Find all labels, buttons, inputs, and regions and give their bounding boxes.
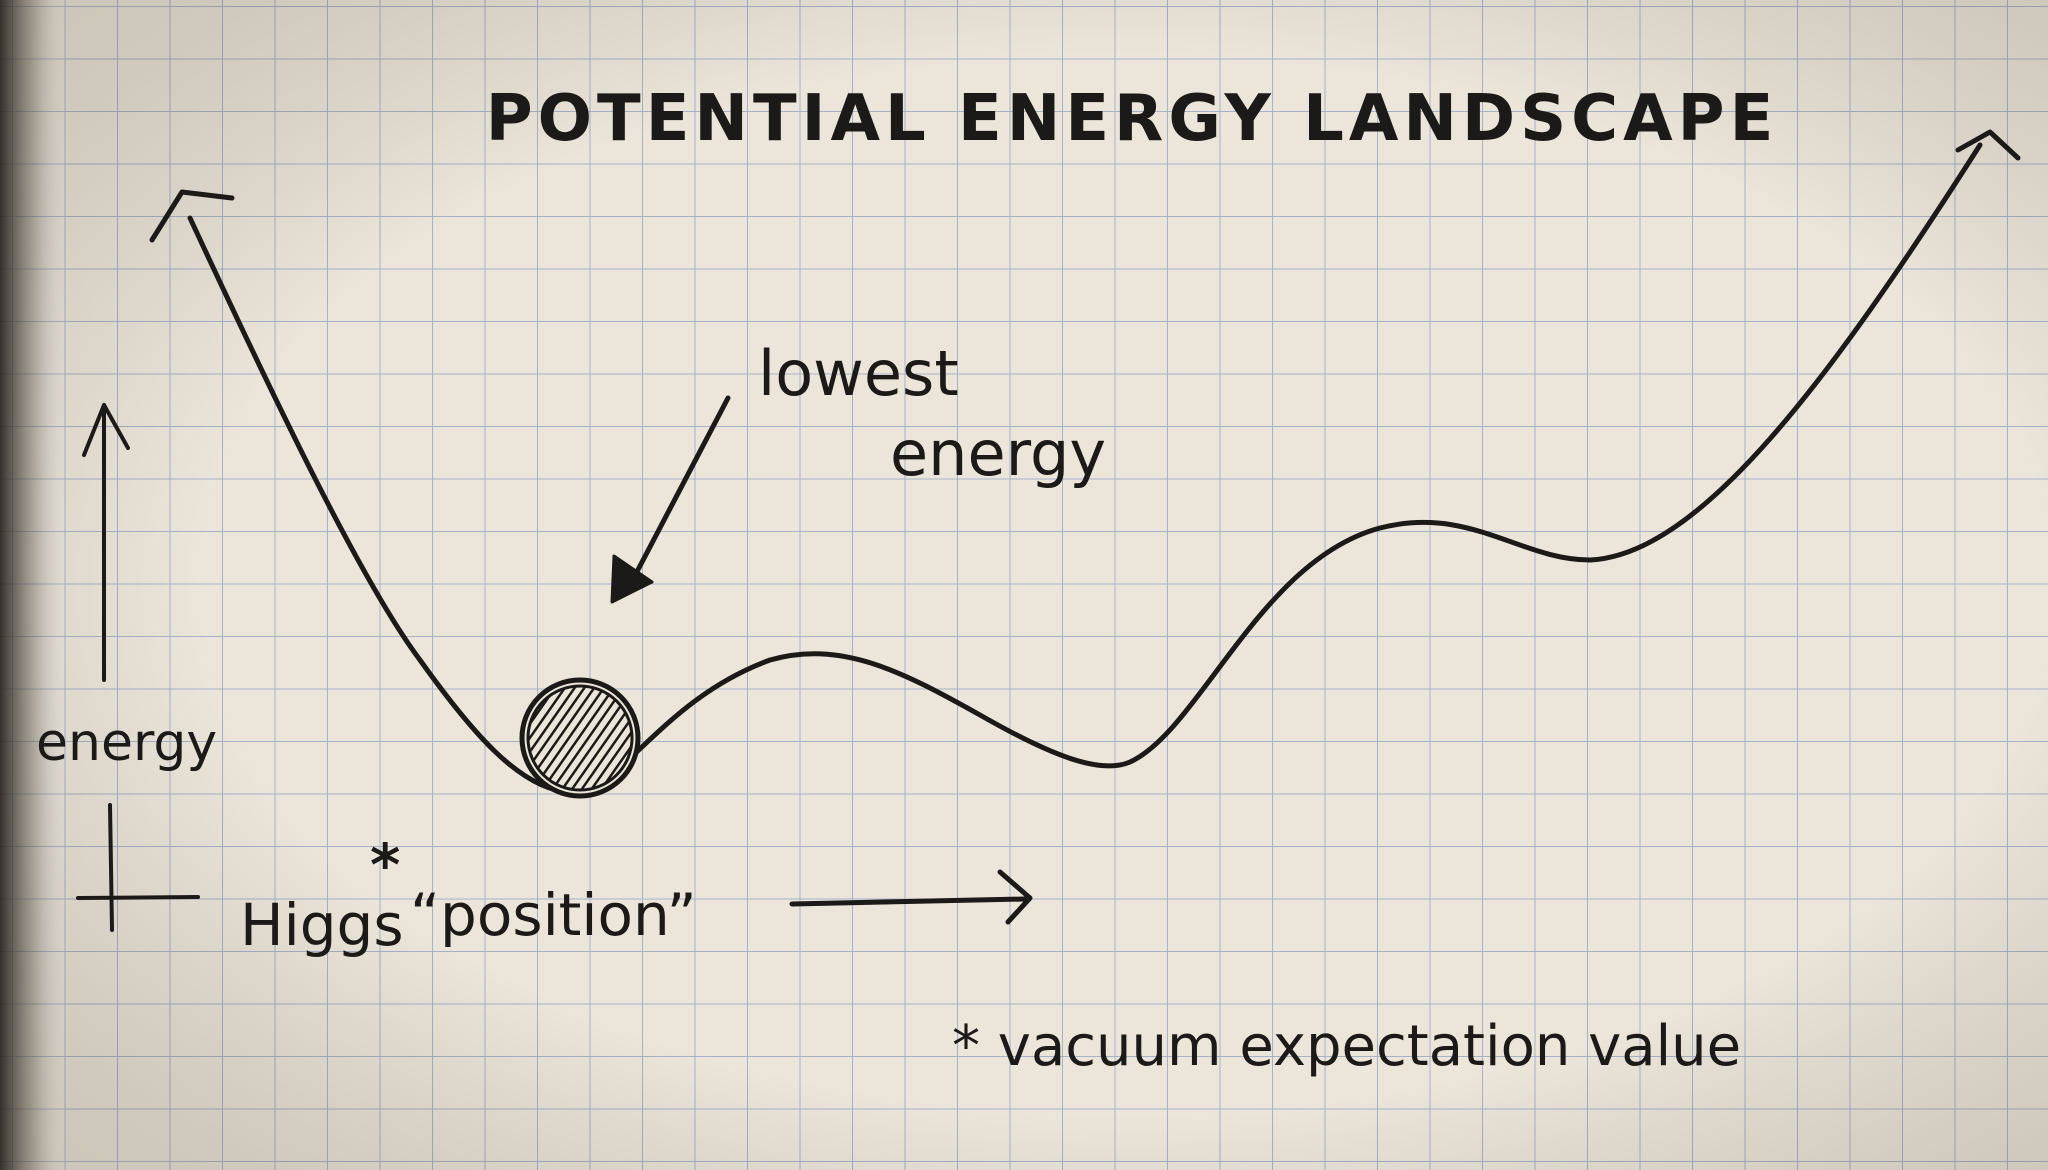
annotation-arrowhead <box>610 554 654 604</box>
sketch-title: POTENTIAL ENERGY LANDSCAPE <box>486 82 1779 156</box>
y-axis-arrowhead <box>82 403 130 457</box>
origin-mark-vertical <box>108 803 114 932</box>
x-axis-label-asterisk: * <box>370 831 400 899</box>
curve-left-arrowhead <box>149 189 235 243</box>
annotation-line-2: energy <box>890 417 1106 490</box>
origin-mark-horizontal <box>76 895 200 900</box>
x-axis-label-prefix: Higgs <box>240 891 404 959</box>
x-axis-arrowhead <box>997 869 1033 925</box>
x-axis-arrow-line <box>789 896 1028 907</box>
annotation-arrow-line <box>627 395 731 588</box>
annotation-line-1: lowest <box>758 337 959 410</box>
ball <box>526 684 634 792</box>
curve-right-arrowhead <box>1955 129 2021 161</box>
potential-energy-curve <box>187 142 1983 795</box>
x-axis-label-quoted: “position” <box>410 881 697 949</box>
footnote: * vacuum expectation value <box>952 1014 1741 1079</box>
y-axis-label: energy <box>36 713 217 773</box>
binding-shadow <box>0 0 70 1170</box>
